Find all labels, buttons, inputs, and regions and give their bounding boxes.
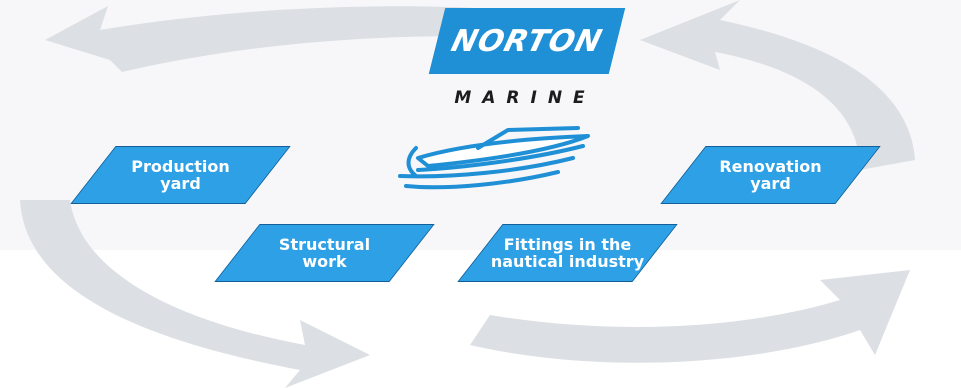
- structural-work-box: Structural work: [214, 224, 435, 282]
- brand-name: NORTON: [447, 23, 607, 59]
- arrow-top-right: [640, 0, 915, 170]
- arrow-bottom-right: [470, 270, 910, 363]
- arrow-bottom-left: [20, 200, 370, 388]
- brand-subtitle: MARINE: [454, 88, 596, 108]
- fittings-box: Fittings in the nautical industry: [457, 224, 678, 282]
- brand-logo: NORTON: [428, 8, 626, 74]
- fittings-label: Fittings in the nautical industry: [490, 235, 645, 271]
- renovation-yard-label: Renovation yard: [719, 157, 822, 193]
- renovation-yard-box: Renovation yard: [660, 146, 881, 204]
- arrow-top-left: [45, 6, 560, 72]
- structural-work-label: Structural work: [278, 235, 371, 271]
- speedboat-icon: [398, 126, 590, 190]
- production-yard-label: Production yard: [131, 157, 230, 193]
- production-yard-box: Production yard: [70, 146, 291, 204]
